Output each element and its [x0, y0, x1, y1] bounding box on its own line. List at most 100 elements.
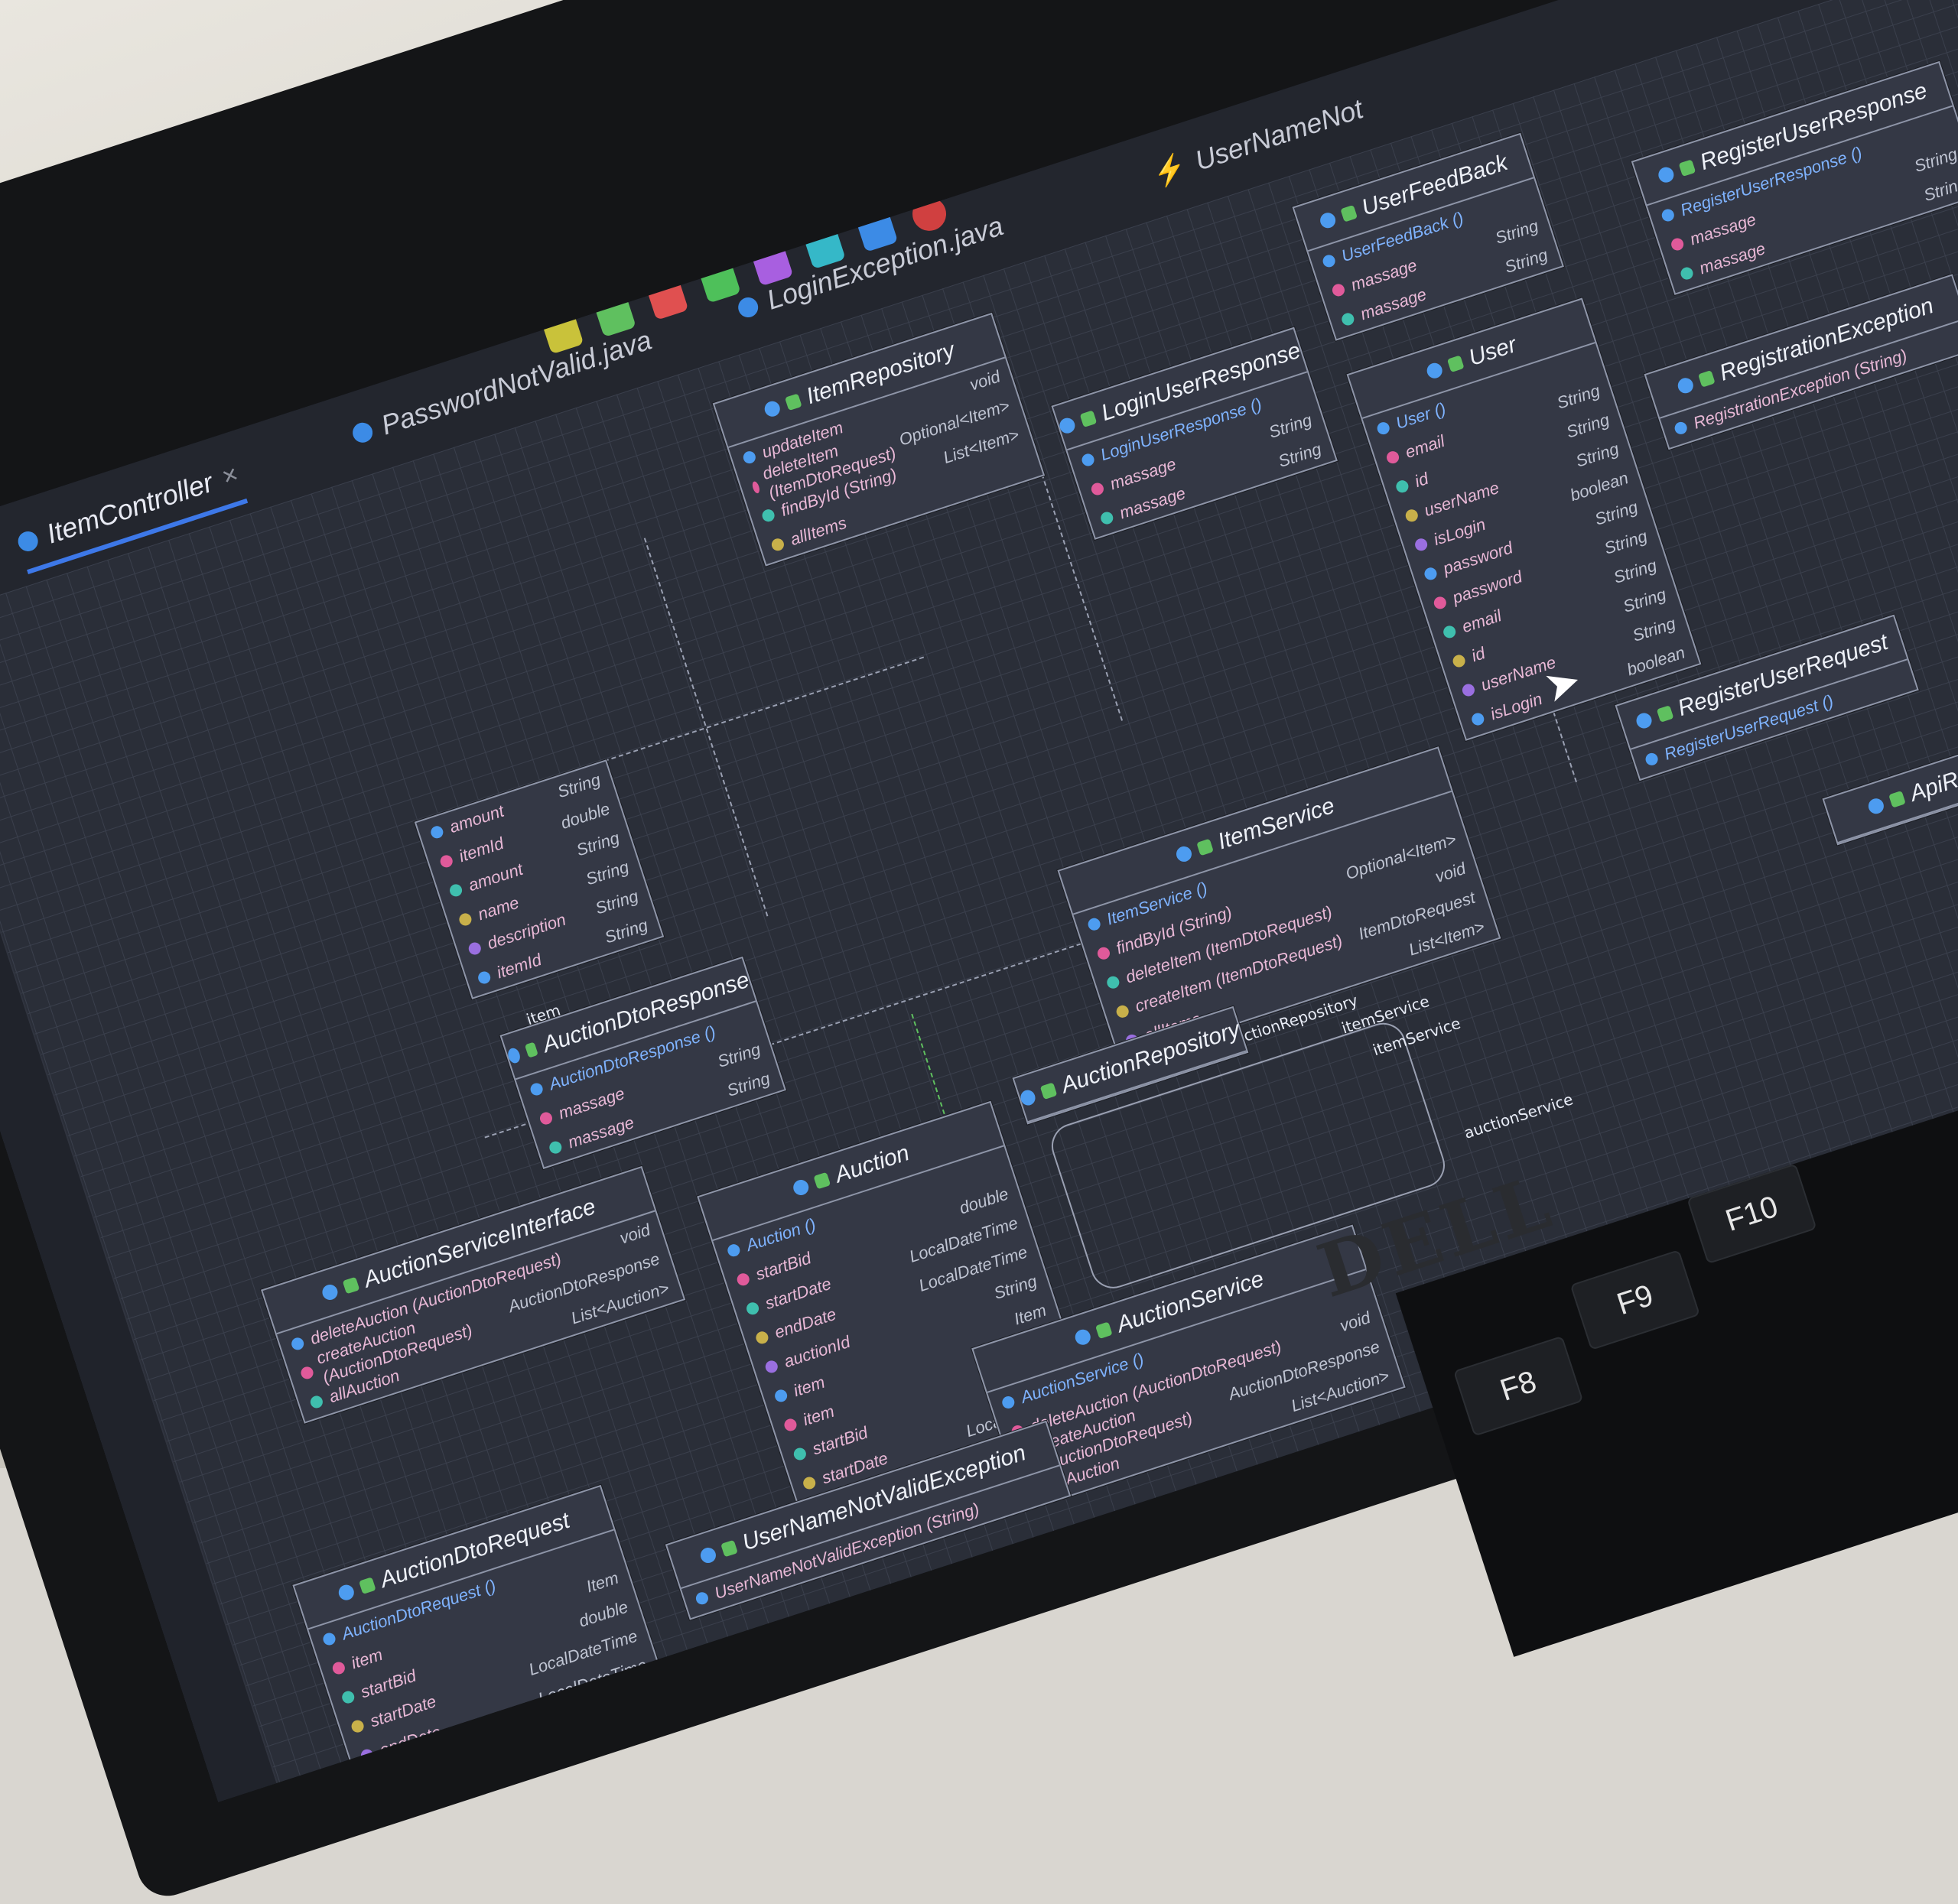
- member-icon: [1451, 653, 1467, 669]
- member-icon: [1423, 566, 1439, 582]
- member-icon: [760, 508, 776, 524]
- public-icon: [1447, 355, 1465, 373]
- member-icon: [1375, 421, 1391, 437]
- member-icon: [429, 824, 445, 840]
- member-icon: [741, 450, 757, 466]
- member-icon: [548, 1139, 564, 1155]
- member-type: String: [724, 1068, 772, 1100]
- member-icon: [308, 1394, 324, 1410]
- member-icon: [538, 1110, 555, 1126]
- class-icon: [1174, 844, 1194, 864]
- member-icon: [1080, 452, 1096, 468]
- member-icon: [290, 1336, 306, 1352]
- member-icon: [763, 1359, 779, 1375]
- member-icon: [1673, 420, 1689, 436]
- member-type: void: [1337, 1308, 1373, 1336]
- member-icon: [457, 911, 473, 928]
- member-icon: [350, 1718, 366, 1734]
- public-icon: [1698, 369, 1716, 388]
- member-icon: [438, 853, 454, 869]
- public-icon: [1196, 838, 1214, 856]
- member-icon: [744, 1301, 761, 1317]
- class-icon: [336, 1583, 356, 1603]
- member-icon: [1679, 265, 1695, 281]
- public-icon: [1094, 1321, 1113, 1340]
- class-icon: [1676, 375, 1696, 395]
- class-name: User: [1465, 332, 1520, 372]
- member-icon: [1114, 1003, 1130, 1019]
- member-icon: [1403, 508, 1420, 524]
- class-icon: [698, 1545, 718, 1565]
- close-icon[interactable]: ✕: [218, 461, 242, 489]
- member-icon: [447, 882, 464, 898]
- public-icon: [785, 393, 802, 411]
- member-icon: [1000, 1394, 1016, 1411]
- member-type: Item: [584, 1568, 621, 1597]
- public-icon: [813, 1171, 831, 1190]
- member-icon: [1089, 481, 1106, 497]
- class-icon: [506, 1046, 522, 1065]
- class-icon: [1425, 361, 1445, 381]
- member-type: void: [967, 366, 1003, 395]
- member-icon: [754, 1330, 770, 1346]
- member-type: String: [602, 915, 650, 947]
- member-icon: [802, 1475, 818, 1491]
- member-icon: [1460, 682, 1477, 698]
- member-icon: [1413, 537, 1429, 553]
- member-icon: [321, 1631, 337, 1647]
- public-icon: [358, 1577, 376, 1595]
- public-icon: [1039, 1082, 1057, 1100]
- public-icon: [1678, 159, 1696, 177]
- member-icon: [773, 1388, 789, 1404]
- member-icon: [1660, 207, 1676, 223]
- member-icon: [529, 1081, 545, 1097]
- java-class-icon: [350, 420, 376, 446]
- member-icon: [1394, 479, 1410, 495]
- public-icon: [1656, 705, 1674, 723]
- member-icon: [1340, 311, 1356, 327]
- member-icon: [726, 1243, 742, 1259]
- member-icon: [476, 970, 493, 986]
- member-type: String: [1502, 245, 1550, 277]
- member-type: void: [1433, 858, 1468, 887]
- member-icon: [769, 537, 786, 553]
- member-icon: [1442, 624, 1458, 640]
- class-icon: [1866, 796, 1886, 816]
- class-icon: [1073, 1327, 1093, 1347]
- member-icon: [1105, 974, 1121, 990]
- class-icon: [1318, 210, 1338, 230]
- public-icon: [1888, 790, 1906, 808]
- class-icon: [791, 1178, 811, 1197]
- member-type: void: [617, 1220, 653, 1248]
- key-f9[interactable]: F9: [1569, 1249, 1701, 1350]
- member-icon: [1099, 510, 1115, 526]
- java-class-icon: [735, 294, 761, 320]
- class-icon: [763, 399, 782, 419]
- member-icon: [782, 1417, 798, 1433]
- member-icon: [1330, 282, 1347, 298]
- member-icon: [751, 480, 761, 495]
- member-icon: [1321, 253, 1337, 269]
- member-icon: [1670, 236, 1686, 252]
- class-icon: [1634, 711, 1654, 731]
- member-icon: [735, 1272, 751, 1288]
- class-icon: [320, 1282, 340, 1302]
- member-icon: [1095, 945, 1112, 961]
- member-icon: [299, 1365, 315, 1381]
- member-icon: [340, 1689, 356, 1705]
- member-icon: [694, 1590, 711, 1607]
- member-type: LocalDateTime: [574, 1771, 688, 1802]
- class-icon: [1057, 416, 1078, 436]
- member-type: String: [1276, 439, 1324, 471]
- member-icon: [467, 941, 483, 957]
- member-icon: [1644, 751, 1660, 767]
- lightning-icon: ⚡: [1148, 150, 1191, 190]
- member-icon: [792, 1446, 808, 1462]
- member-icon: [1470, 711, 1486, 727]
- public-icon: [1340, 205, 1358, 223]
- class-icon: [1018, 1088, 1038, 1108]
- public-icon: [342, 1276, 359, 1295]
- key-f8[interactable]: F8: [1452, 1335, 1584, 1437]
- class-icon: [1656, 165, 1676, 185]
- public-icon: [524, 1041, 539, 1058]
